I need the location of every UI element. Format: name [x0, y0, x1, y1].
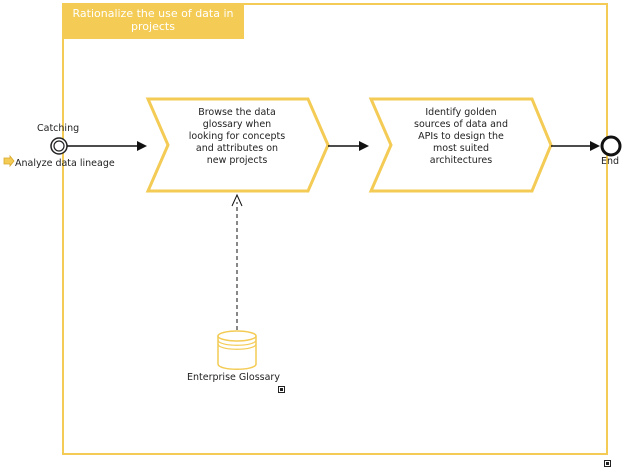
link-arrow-icon — [3, 154, 15, 168]
arrowhead-start-to-task1 — [137, 141, 147, 151]
pool-title: Rationalize the use of data in projects — [62, 3, 244, 39]
task-browse-data-glossary[interactable] — [145, 97, 330, 193]
data-store-top — [217, 330, 257, 342]
data-store-line-1 — [217, 339, 257, 346]
data-association-arrow — [231, 193, 243, 207]
start-link-label[interactable]: Analyze data lineage — [15, 158, 115, 169]
task-2-text: Identify golden sources of data and APIs… — [414, 107, 508, 166]
task-identify-golden-sources[interactable] — [368, 97, 553, 193]
start-event-inner — [53, 140, 65, 152]
start-event-label: Catching — [37, 123, 80, 134]
task-1-text: Browse the data glossary when looking fo… — [188, 107, 286, 166]
pool-border — [62, 3, 608, 455]
data-store-label: Enterprise Glossary — [187, 372, 280, 383]
arrowhead-task2-to-end — [590, 141, 600, 151]
collapsed-marker-icon[interactable] — [278, 386, 285, 393]
end-event[interactable] — [600, 135, 622, 157]
arrowhead-task1-to-task2 — [359, 141, 369, 151]
end-event-label: End — [601, 156, 620, 167]
data-store-line-2 — [217, 343, 257, 350]
collapsed-marker-icon[interactable] — [604, 460, 611, 467]
